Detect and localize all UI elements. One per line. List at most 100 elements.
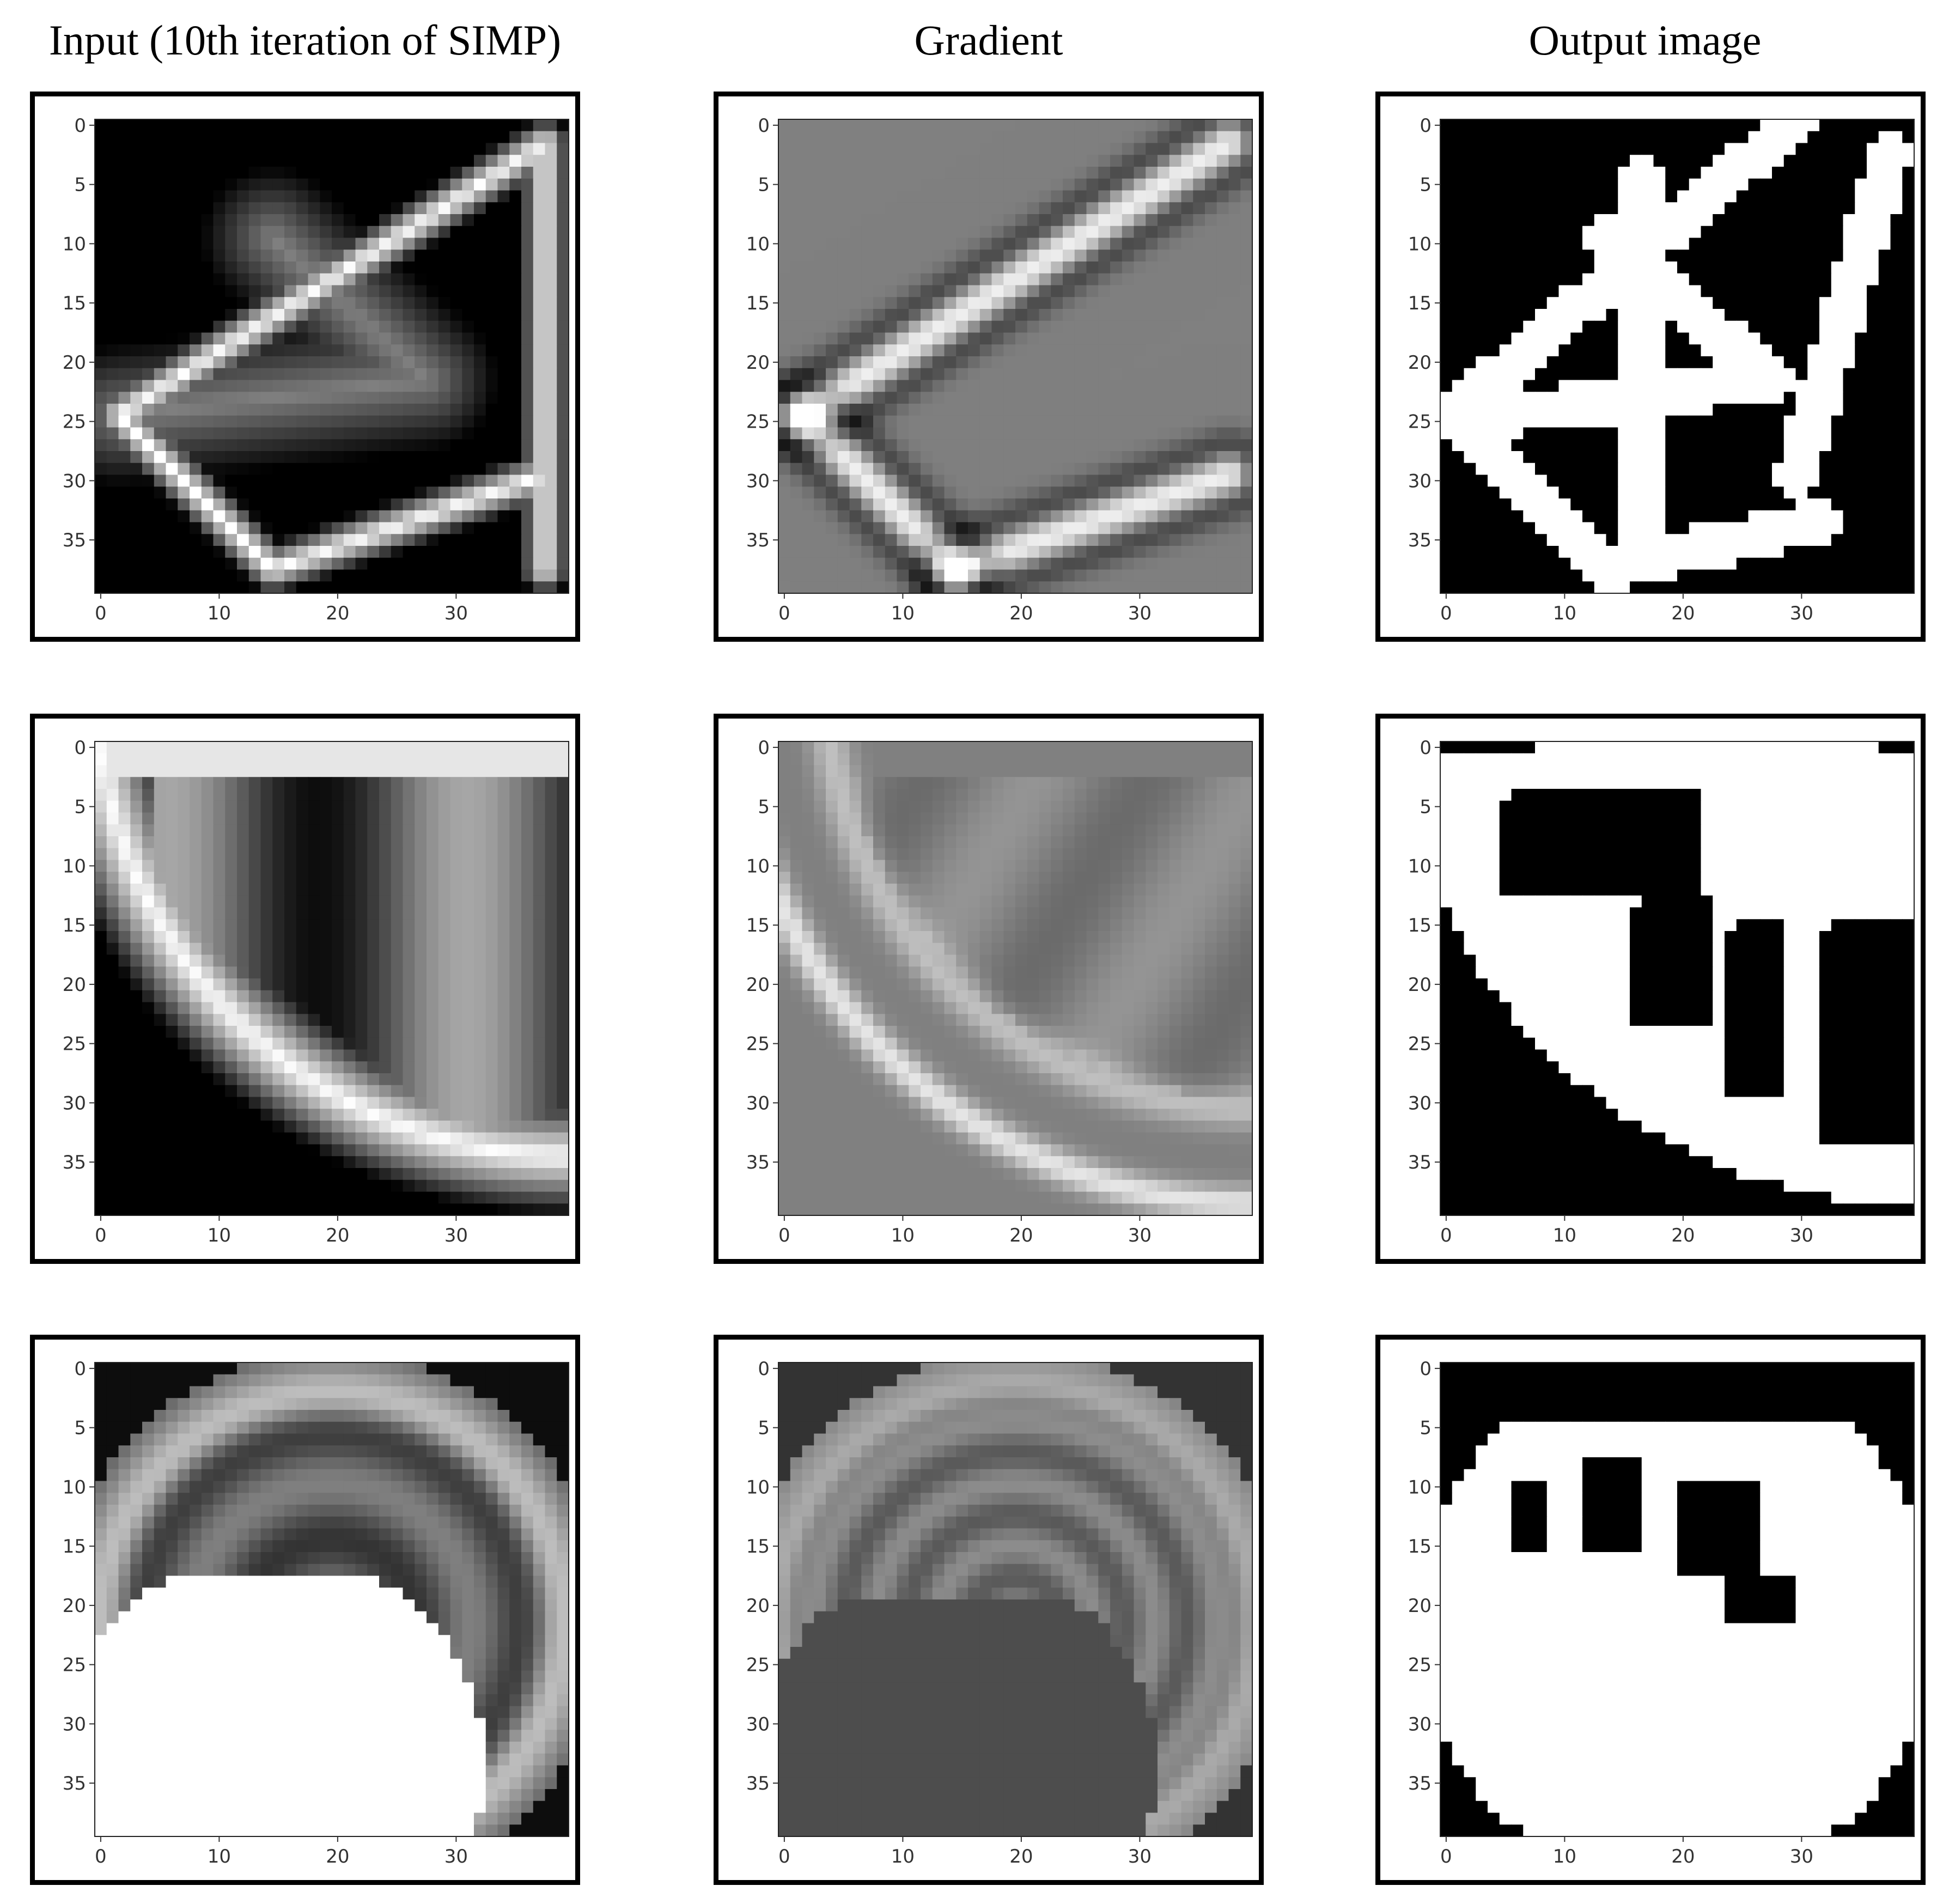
heatmap-cell [837, 581, 850, 594]
heatmap-cell [509, 178, 522, 191]
heatmap-cell [201, 297, 214, 309]
heatmap-cell [1158, 546, 1170, 558]
heatmap-cell [237, 451, 249, 464]
heatmap-cell [1736, 356, 1749, 369]
heatmap-cell [826, 238, 838, 250]
heatmap-cell [450, 546, 462, 558]
heatmap-cell [849, 344, 862, 357]
heatmap-cell [837, 557, 850, 570]
heatmap-cell [1158, 581, 1170, 594]
heatmap-cell [944, 202, 957, 215]
heatmap-cell [332, 178, 344, 191]
heatmap-cell [1122, 380, 1135, 392]
heatmap-cell [178, 415, 190, 428]
heatmap-cell [1464, 226, 1476, 239]
heatmap-cell [1689, 368, 1702, 381]
heatmap-cell [849, 392, 862, 404]
heatmap-cell [308, 143, 320, 155]
heatmap-cell [260, 475, 273, 487]
heatmap-cell [1452, 510, 1465, 523]
heatmap-cell [308, 297, 320, 309]
heatmap-cell [1618, 463, 1630, 476]
heatmap-cell [861, 344, 874, 357]
heatmap-cell [1713, 486, 1725, 499]
heatmap-cell [237, 546, 249, 558]
heatmap-cell [1606, 475, 1618, 487]
heatmap-cell [178, 238, 190, 250]
heatmap-cell [1594, 569, 1607, 582]
heatmap-cell [118, 439, 131, 452]
heatmap-cell [1074, 439, 1087, 452]
heatmap-cell [861, 475, 874, 487]
heatmap-cell [1003, 356, 1016, 369]
heatmap-cell [814, 261, 826, 274]
heatmap-cell [897, 557, 909, 570]
heatmap-cell [1606, 143, 1618, 155]
heatmap-cell [1158, 273, 1170, 286]
heatmap-cell [415, 392, 427, 404]
heatmap-cell [118, 261, 131, 274]
heatmap-cell [1736, 392, 1749, 404]
y-tick-label: 0 [1420, 115, 1432, 137]
heatmap-cell [909, 320, 921, 333]
heatmap-cell [557, 119, 569, 132]
heatmap-cell [1558, 392, 1571, 404]
heatmap-cell [1086, 475, 1099, 487]
heatmap-cell [1027, 178, 1040, 191]
heatmap-cell [415, 309, 427, 321]
heatmap-cell [968, 238, 980, 250]
heatmap-cell [332, 498, 344, 511]
heatmap-cell [1772, 546, 1784, 558]
heatmap-cell [308, 309, 320, 321]
heatmap-cell [320, 320, 332, 333]
heatmap-cell [1772, 143, 1784, 155]
heatmap-cell [509, 498, 522, 511]
heatmap-cell [355, 741, 368, 754]
heatmap-cell [154, 285, 167, 297]
heatmap-cell [979, 581, 992, 594]
heatmap-cell [1760, 226, 1773, 239]
heatmap-cell [861, 143, 874, 155]
heatmap-cell [1098, 332, 1111, 345]
heatmap-cell [1098, 155, 1111, 167]
heatmap-cell [1760, 522, 1773, 534]
heatmap-cell [1169, 309, 1182, 321]
heatmap-cell [1736, 143, 1749, 155]
heatmap-cell [355, 557, 368, 570]
heatmap-cell [415, 522, 427, 534]
heatmap-cell [1122, 190, 1135, 203]
heatmap-cell [1795, 119, 1808, 132]
heatmap-cell [1015, 178, 1028, 191]
heatmap-cell [790, 214, 803, 227]
heatmap-cell [201, 309, 214, 321]
heatmap-cell [1641, 486, 1654, 499]
heatmap-cell [1003, 380, 1016, 392]
heatmap-cell [921, 131, 933, 144]
heatmap-cell [497, 522, 510, 534]
heatmap-cell [367, 581, 380, 594]
heatmap-cell [438, 309, 451, 321]
heatmap-cell [343, 569, 356, 582]
heatmap-cell [1158, 202, 1170, 215]
heatmap-cell [1464, 273, 1476, 286]
heatmap-cell [897, 190, 909, 203]
heatmap-cell [379, 546, 392, 558]
heatmap-cell [1606, 332, 1618, 345]
heatmap-cell [379, 569, 392, 582]
heatmap-cell [367, 190, 380, 203]
heatmap-cell [1558, 214, 1571, 227]
heatmap-cell [178, 356, 190, 369]
heatmap-cell [1807, 309, 1820, 321]
heatmap-cell [921, 463, 933, 476]
heatmap-cell [1240, 309, 1253, 321]
heatmap-cell [438, 155, 451, 167]
heatmap-cell [1535, 250, 1548, 262]
heatmap-cell [944, 546, 957, 558]
heatmap-cell [1228, 119, 1241, 132]
heatmap-cell [1240, 546, 1253, 558]
heatmap-cell [861, 546, 874, 558]
heatmap-cell [391, 534, 404, 546]
heatmap-cell [1464, 498, 1476, 511]
heatmap-cell [1535, 368, 1548, 381]
